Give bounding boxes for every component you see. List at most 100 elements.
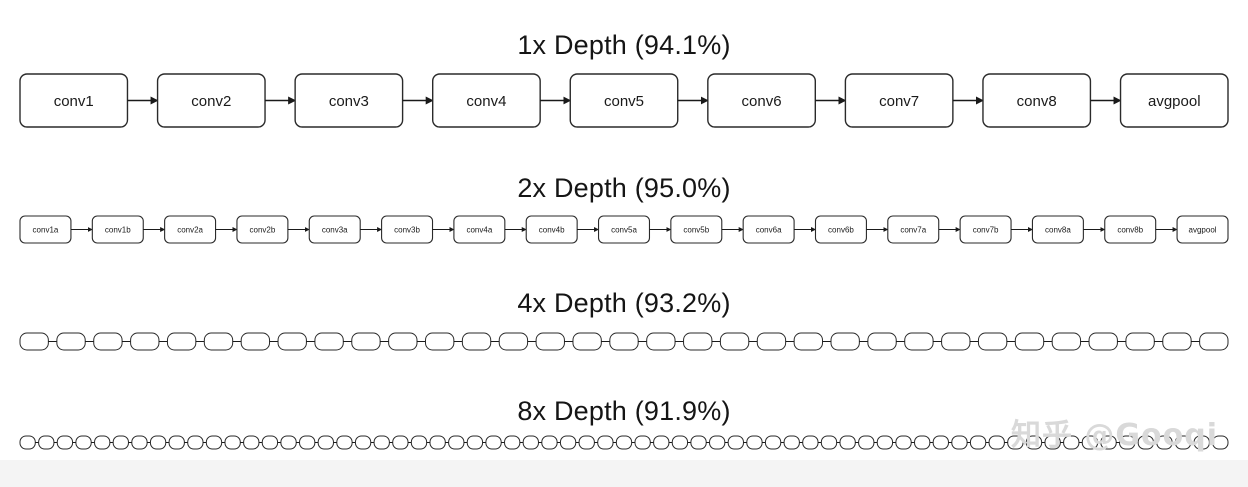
layer-block: conv7a [887,215,940,244]
layer-box [93,332,123,351]
layer-block [683,332,713,351]
layer-box [653,435,670,450]
layer-block [373,435,390,450]
layer-label: conv7b [973,225,999,234]
layer-block [969,435,987,450]
layer-block [131,435,148,450]
layer-block [38,435,55,450]
layer-block [168,435,185,450]
layer-block [1162,332,1192,351]
layer-box [746,435,763,450]
layer-block [914,435,931,450]
layer-block [56,332,86,351]
layer-block [130,332,160,351]
layer-block [112,435,129,450]
layer-box [1125,332,1155,351]
layer-box [485,435,502,450]
layer-block [653,435,670,450]
layer-block [485,435,502,450]
layer-block: conv5 [569,73,679,128]
layer-box [670,215,723,244]
layer-block [388,332,418,351]
layer-block [559,435,577,450]
layer-label: conv5b [683,225,709,234]
layer-box [429,435,446,450]
layer-label: conv4a [466,225,492,234]
layer-box [988,435,1005,450]
layer-block: conv8 [982,73,1092,128]
layer-block [988,435,1005,450]
layer-block: conv5b [670,215,723,244]
layer-box [166,332,197,351]
layer-label: conv1 [54,93,94,110]
layer-box [410,435,428,450]
layer-block [764,435,782,450]
layer-box [569,73,679,128]
layer-block [351,332,381,351]
layer-box [683,332,713,351]
layer-block [867,332,897,351]
layer-label: conv7 [879,93,919,110]
layer-box [609,332,639,351]
layer-block: conv4b [525,215,578,244]
layer-block [149,435,167,450]
layer-box [578,435,595,450]
layer-box [783,435,800,450]
bottom-strip [0,460,1248,487]
layer-box [1051,332,1082,351]
layer-box [498,332,529,351]
layer-box [727,435,744,450]
layer-block: conv3b [381,215,434,244]
layer-label: avgpool [1189,225,1217,234]
layer-box [280,435,297,450]
layer-box [243,435,260,450]
layer-block [690,435,707,450]
layer-box [756,332,787,351]
layer-box [19,435,36,450]
layer-box [830,332,860,351]
layer-block [504,435,521,450]
layer-block [578,435,595,450]
layer-box [373,435,390,450]
layer-label: conv7a [900,225,926,234]
layer-block: avgpool [1119,73,1229,128]
layer-box [504,435,521,450]
layer-label: conv6 [742,93,782,110]
layer-box [709,435,726,450]
layer-block [203,332,234,351]
layer-block [895,435,912,450]
layer-box [719,332,750,351]
layer-label: conv4 [466,93,506,110]
layer-box [224,435,241,450]
layer-box [1199,332,1229,351]
layer-block [1212,435,1229,450]
layer-label: conv3 [329,93,369,110]
layer-block [1125,332,1155,351]
layer-block [314,332,344,351]
layer-box [541,435,558,450]
layer-block: conv8a [1031,215,1084,244]
layer-block: conv7 [844,73,954,128]
layer-block [261,435,279,450]
layer-box [38,435,55,450]
layer-block [410,435,428,450]
layer-block: conv1 [19,73,129,128]
layer-block [951,435,968,450]
layer-box [904,332,934,351]
layer-label: avgpool [1148,93,1201,110]
layer-box [941,332,971,351]
layer-block [746,435,763,450]
layer-box [764,435,782,450]
layer-box [277,332,307,351]
layer-block [187,435,204,450]
layer-block [904,332,934,351]
layer-block [876,435,894,450]
layer-box [535,332,565,351]
layer-block: conv2 [156,73,266,128]
layer-box [634,435,651,450]
layer-box [977,332,1008,351]
layer-block [709,435,726,450]
layer-block [280,435,297,450]
row-title-4x: 4x Depth (93.2%) [517,288,731,318]
